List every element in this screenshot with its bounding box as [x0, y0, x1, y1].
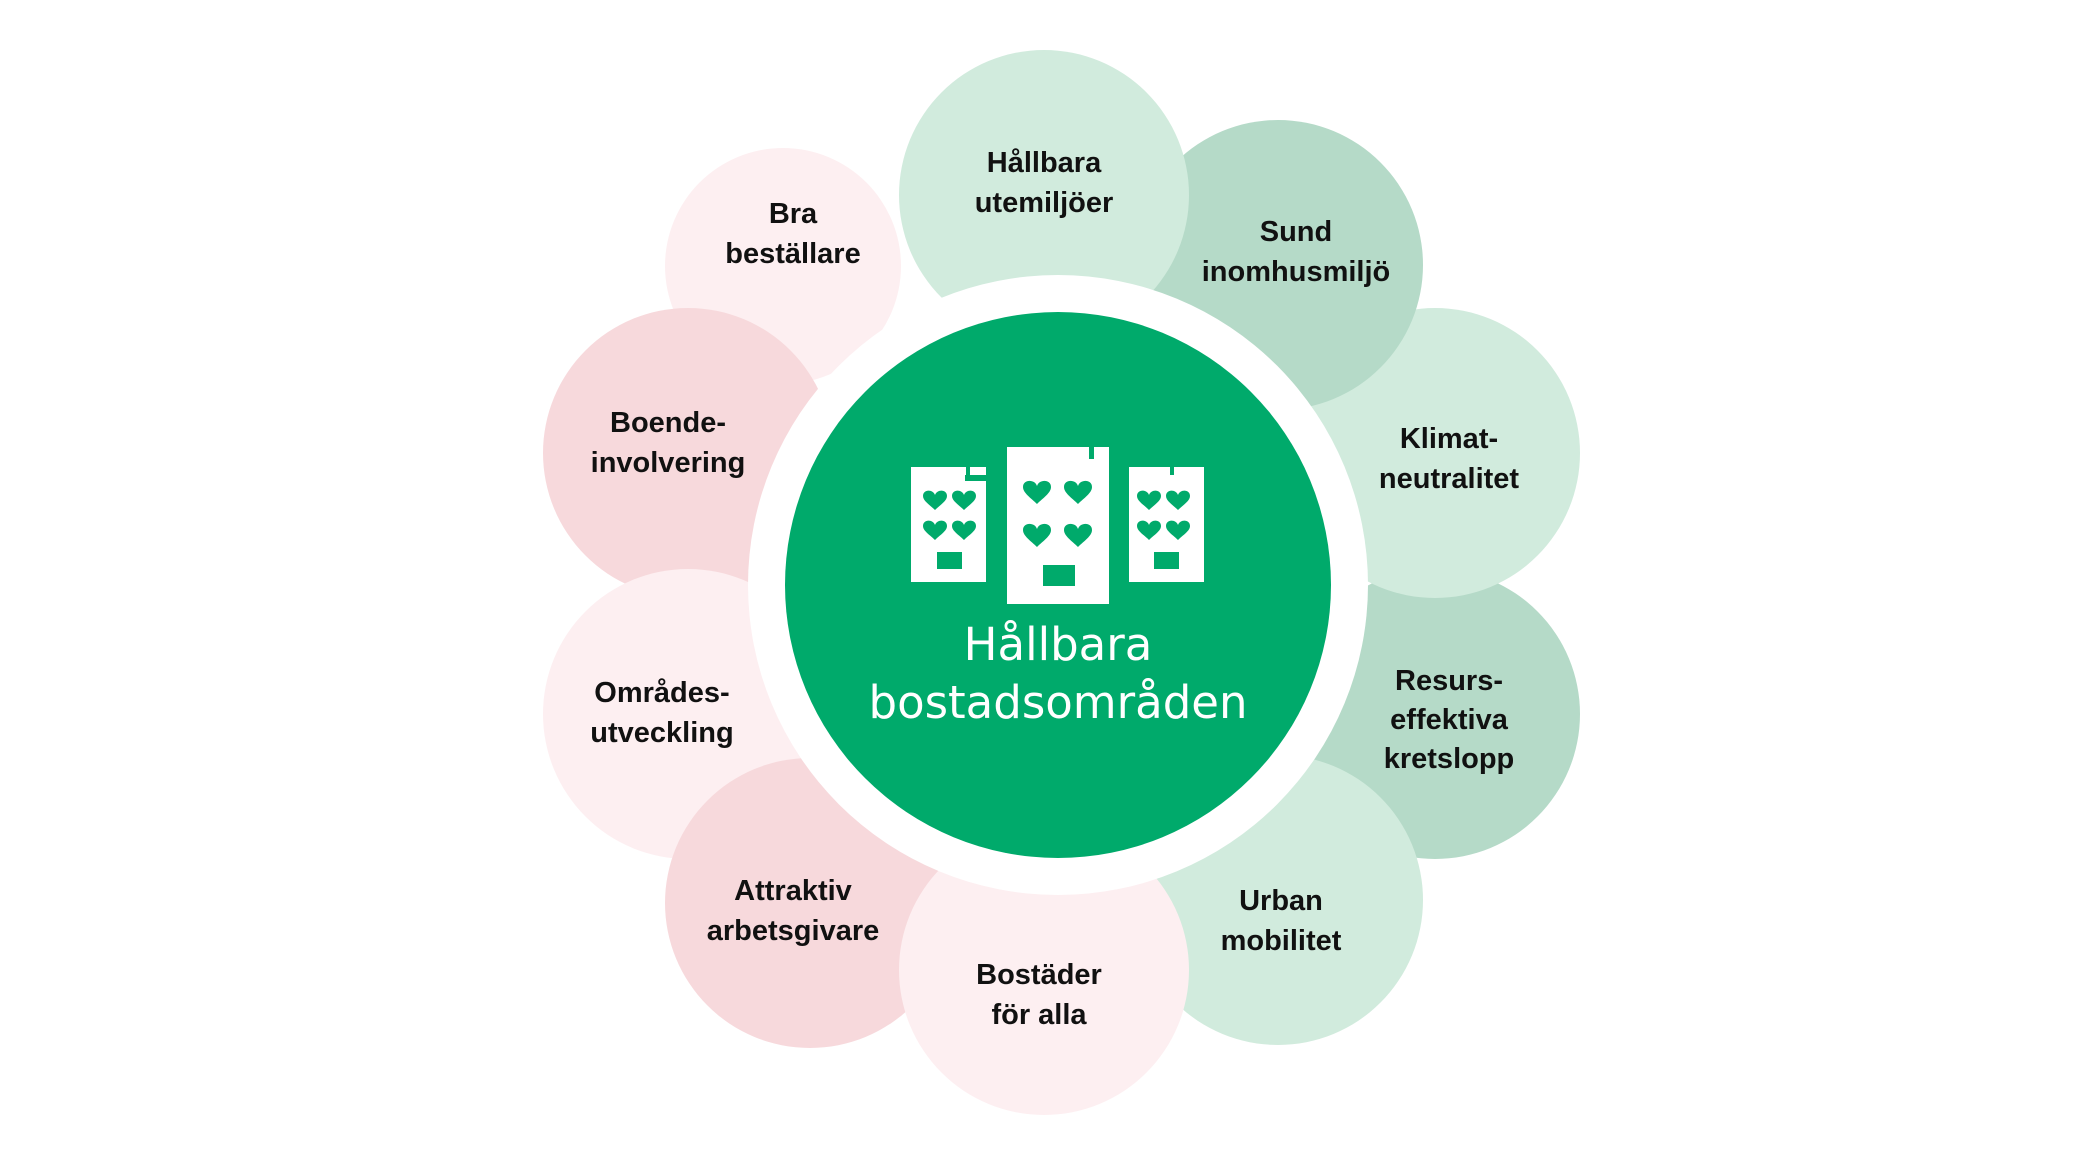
petal-hallbara-utemiljoer	[899, 50, 1189, 340]
label-resurseffektiva-2: effektiva	[1390, 704, 1509, 736]
label-sund-inomhusmiljo-2: inomhusmiljö	[1202, 256, 1391, 288]
center-title-line2: bostadsområden	[869, 676, 1248, 729]
label-hallbara-utemiljoer-1: Hållbara	[987, 147, 1102, 179]
label-boendeinvolvering-2: involvering	[591, 447, 746, 479]
label-resurseffektiva-1: Resurs-	[1395, 665, 1503, 697]
label-klimatneutralitet-2: neutralitet	[1379, 463, 1520, 495]
center-title-line1: Hållbara	[964, 618, 1153, 671]
label-resurseffektiva-3: kretslopp	[1384, 743, 1515, 775]
label-klimatneutralitet-1: Klimat-	[1400, 423, 1498, 455]
label-attraktiv-arbetsgivare-1: Attraktiv	[734, 875, 852, 907]
label-bra-bestallare-2: beställare	[725, 238, 860, 270]
petal-labels: Hållbara utemiljöer Sund inomhusmiljö Kl…	[590, 147, 1519, 1031]
label-attraktiv-arbetsgivare-2: arbetsgivare	[707, 915, 880, 947]
label-boendeinvolvering-1: Boende-	[610, 407, 726, 439]
label-urban-mobilitet-2: mobilitet	[1221, 925, 1342, 957]
label-bostader-for-alla-2: för alla	[991, 999, 1087, 1031]
label-omradesutveckling-2: utveckling	[590, 717, 733, 749]
label-urban-mobilitet-1: Urban	[1239, 885, 1323, 917]
petal-bostader-for-alla	[899, 825, 1189, 1115]
label-sund-inomhusmiljo-1: Sund	[1260, 216, 1333, 248]
label-bostader-for-alla-1: Bostäder	[976, 959, 1102, 991]
label-hallbara-utemiljoer-2: utemiljöer	[975, 187, 1114, 219]
label-omradesutveckling-1: Områdes-	[594, 677, 729, 709]
buildings-with-hearts-icon	[911, 447, 1204, 604]
label-bra-bestallare-1: Bra	[769, 198, 818, 230]
